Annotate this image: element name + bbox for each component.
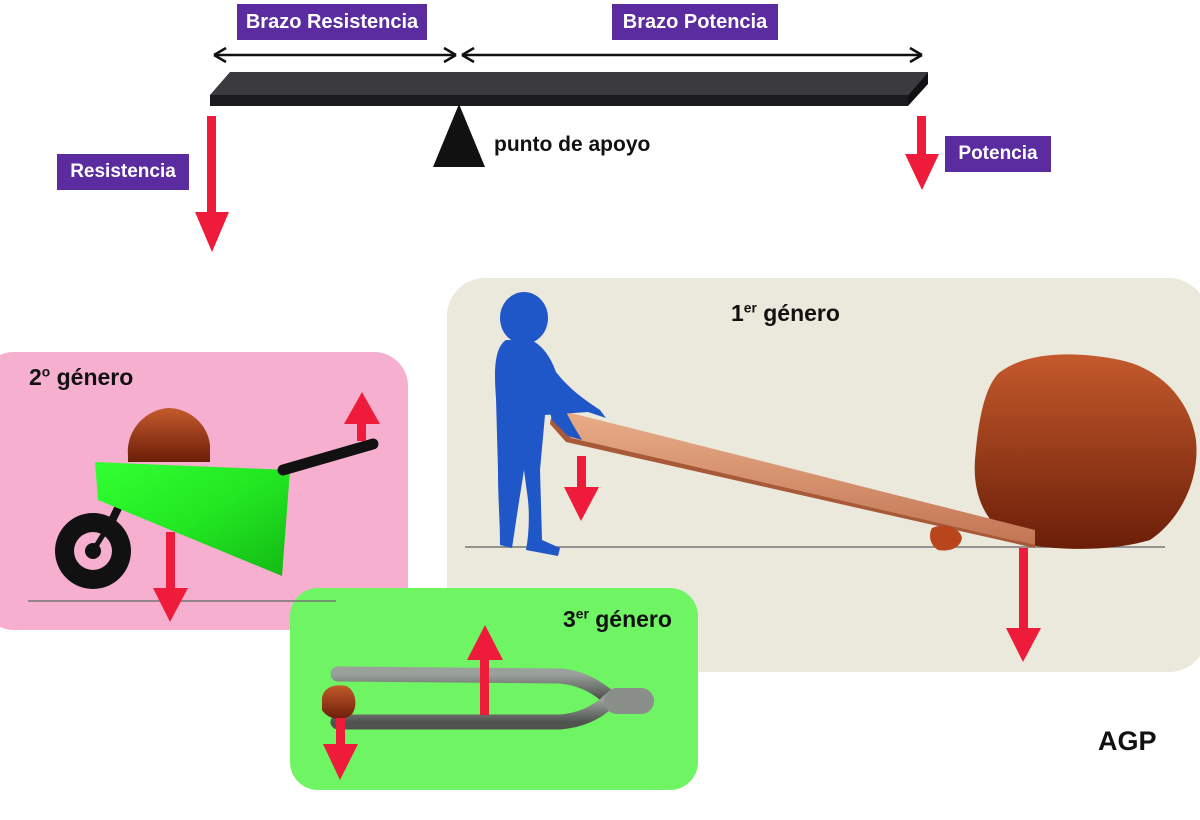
lever-bar — [210, 72, 928, 106]
third-class-title: 3er género — [563, 606, 672, 633]
resistencia-arrow — [195, 116, 229, 252]
second-class-ordinal: o — [41, 364, 51, 380]
brazo-resistencia-arrow — [213, 46, 457, 64]
fulcrum-triangle — [433, 104, 485, 167]
person-figure — [495, 292, 606, 556]
tongs-rock — [322, 685, 356, 719]
brazo-potencia-arrow — [461, 46, 923, 64]
first-class-ordinal: er — [743, 300, 757, 316]
first-resistencia-arrow — [1006, 548, 1041, 662]
credit-label: AGP — [1098, 726, 1157, 756]
potencia-label: Potencia — [945, 136, 1051, 172]
second-class-genero: género — [50, 364, 134, 390]
first-class-number: 1 — [731, 300, 744, 326]
first-class-title: 1er género — [731, 300, 840, 327]
big-rock — [974, 354, 1197, 549]
potencia-arrow — [905, 116, 939, 190]
plank — [550, 412, 1035, 548]
second-class-number: 2 — [29, 364, 42, 390]
first-potencia-arrow — [564, 456, 599, 521]
third-class-genero: género — [588, 606, 672, 632]
wheelbarrow-down-arrow — [153, 532, 188, 622]
tongs-up-arrow — [467, 625, 503, 715]
tongs — [330, 666, 654, 730]
resistencia-label: Resistencia — [57, 154, 189, 190]
first-class-genero: género — [756, 300, 840, 326]
brazo-resistencia-label: Brazo Resistencia — [237, 4, 427, 40]
third-class-ordinal: er — [575, 606, 589, 622]
small-fulcrum-stone — [930, 525, 962, 551]
second-class-title: 2o género — [29, 364, 133, 391]
wheelbarrow-up-arrow — [344, 392, 380, 441]
brazo-potencia-label: Brazo Potencia — [612, 4, 778, 40]
wheelbarrow-load-rock — [127, 408, 210, 462]
tongs-down-arrow — [323, 718, 358, 780]
third-class-number: 3 — [563, 606, 576, 632]
wheelbarrow — [55, 438, 379, 589]
punto-de-apoyo-label: punto de apoyo — [494, 133, 651, 156]
